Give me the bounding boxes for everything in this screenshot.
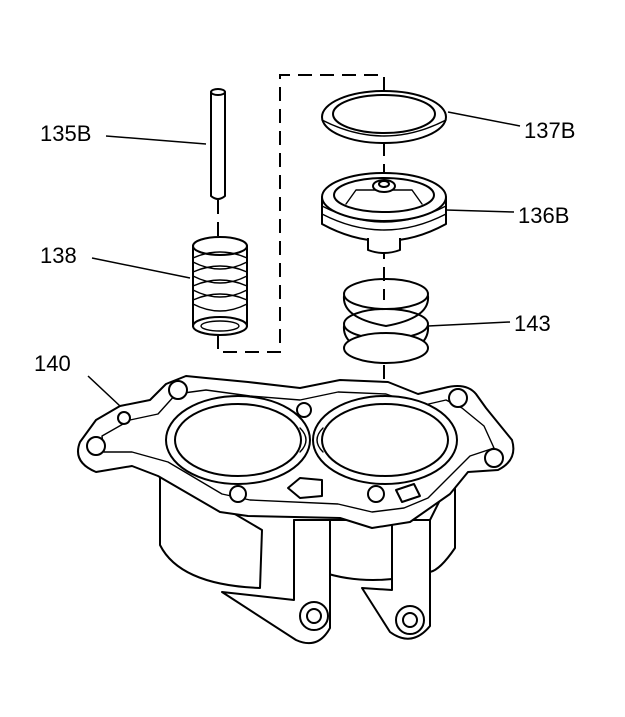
pin-135b [210, 88, 226, 200]
callout-143: 143 [514, 311, 551, 336]
large-spring-143 [342, 278, 430, 364]
callout-138: 138 [40, 243, 77, 268]
small-spring-138 [192, 236, 248, 336]
seal-ring-137b [321, 90, 447, 144]
callout-140: 140 [34, 351, 71, 376]
housing-140 [77, 375, 515, 644]
valve-136b [321, 172, 447, 254]
callout-136b: 136B [518, 203, 569, 228]
leader-lines [87, 111, 521, 407]
callout-135b: 135B [40, 121, 91, 146]
callout-137b: 137B [524, 118, 575, 143]
